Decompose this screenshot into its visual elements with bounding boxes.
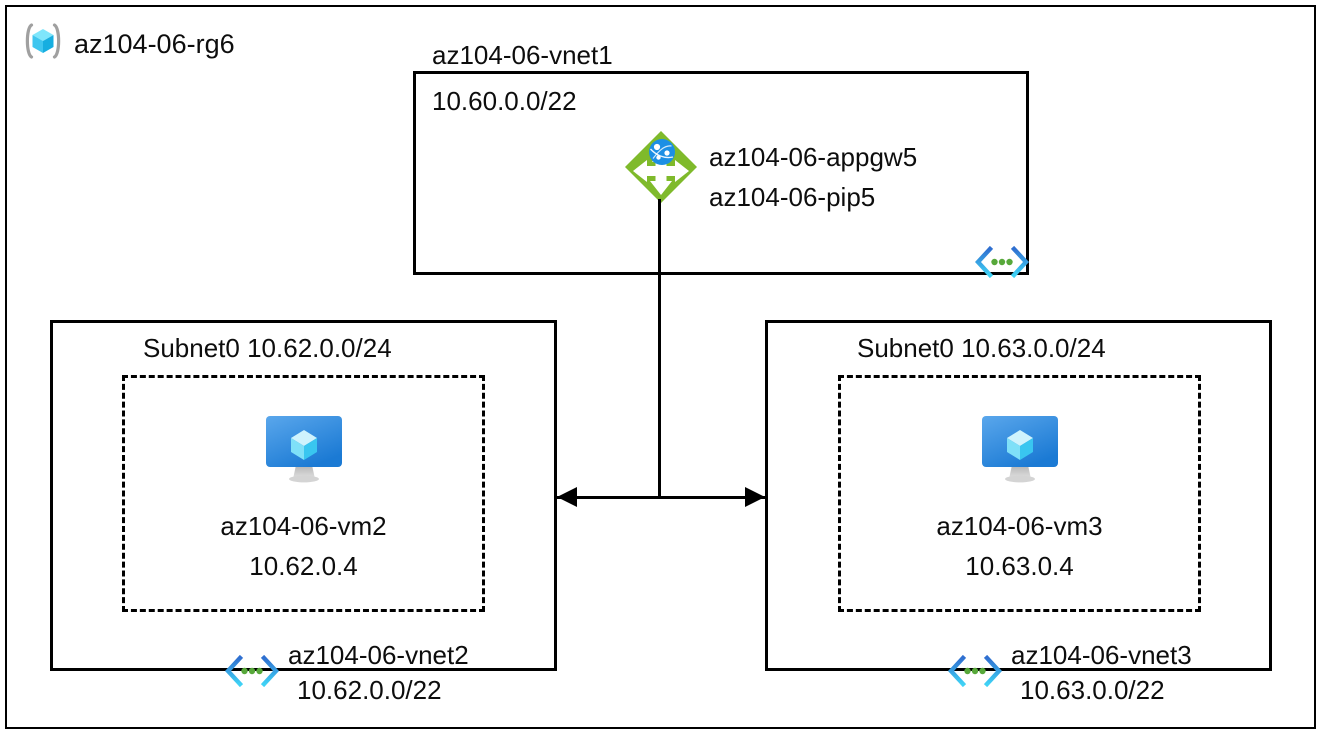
vnet2-name-label: az104-06-vnet2 <box>288 640 469 670</box>
vnet3-subnet-label: Subnet0 10.63.0.0/24 <box>857 333 1106 363</box>
vnet1-boundary <box>413 71 1029 275</box>
vnet3-subnet-boundary <box>838 375 1201 612</box>
vnet2-address-space-label: 10.62.0.0/22 <box>297 675 442 705</box>
vnet1-peering-icon <box>975 245 1029 283</box>
vnet3-boundary <box>765 320 1272 671</box>
vnet2-subnet-label: Subnet0 10.62.0.0/24 <box>143 333 392 363</box>
vnet2-vm-ip-label: 10.62.0.4 <box>249 551 358 581</box>
vnet3-vm-name-label: az104-06-vm3 <box>936 511 1103 541</box>
application-gateway-icon <box>622 128 700 211</box>
vnet-peering-arrow-left-head <box>557 487 577 507</box>
public-ip-name-label: az104-06-pip5 <box>709 182 876 212</box>
vnet2-virtual-machine-icon <box>262 413 346 490</box>
vnet3-name-label: az104-06-vnet3 <box>1011 640 1192 670</box>
appgw-name-label: az104-06-appgw5 <box>709 142 918 172</box>
resource-group-name: az104-06-rg6 <box>74 28 235 59</box>
gateway-to-peering-connector <box>658 199 661 499</box>
vnet2-vm-name-label: az104-06-vm2 <box>220 511 387 541</box>
vnet2-subnet-boundary <box>122 375 485 612</box>
resource-group-header: az104-06-rg6 <box>22 20 235 67</box>
vnet3-virtual-machine-icon <box>978 413 1062 490</box>
vnet1-address-space: 10.60.0.0/22 <box>432 86 577 116</box>
vnet1-name-label: az104-06-vnet1 <box>432 40 613 70</box>
vnet3-address-space-label: 10.63.0.0/22 <box>1020 675 1165 705</box>
vnet-peering-arrow-line <box>557 496 765 499</box>
resource-group-boundary <box>5 5 1316 729</box>
vnet3-peering-icon <box>948 654 1002 692</box>
vnet-peering-arrow-right-head <box>745 487 765 507</box>
vnet3-vm-ip-label: 10.63.0.4 <box>965 551 1074 581</box>
resource-group-cube-icon <box>22 20 64 67</box>
vnet2-boundary <box>50 320 557 671</box>
vnet2-peering-icon <box>225 654 279 692</box>
